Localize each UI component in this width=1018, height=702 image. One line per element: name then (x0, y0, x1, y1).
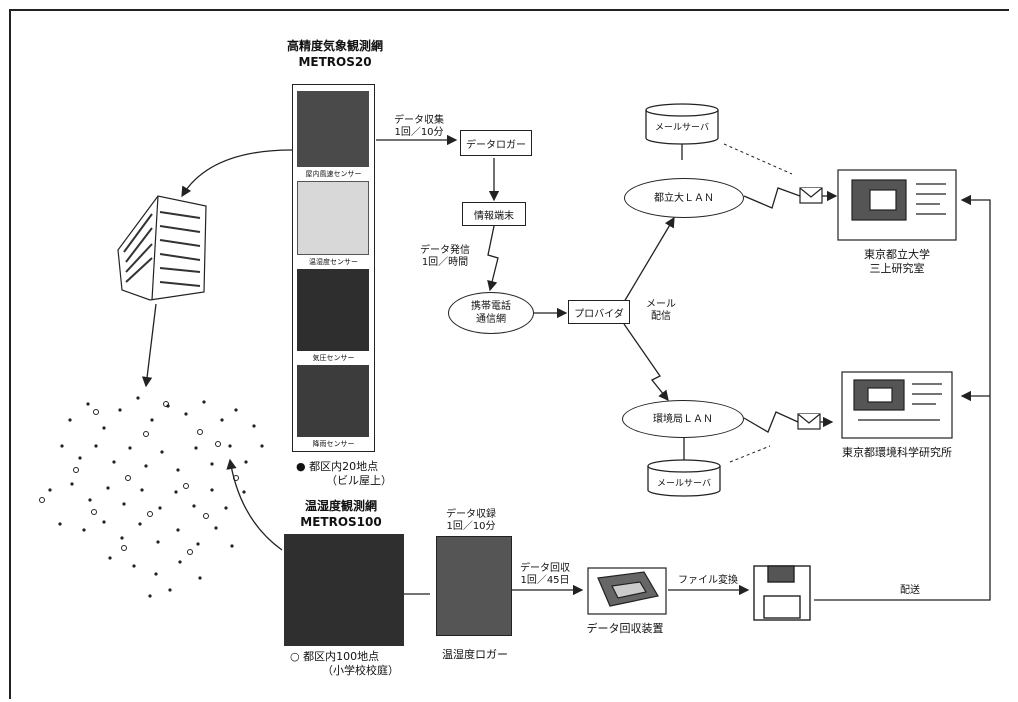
recovery-device-icon (588, 568, 666, 614)
sensor-panel: 屋内風速センサー 温湿度センサー 気圧センサー 降雨センサー (292, 84, 375, 452)
data-logger-box: データロガー (460, 130, 532, 156)
arrow-to-uni-lan (624, 218, 674, 302)
site-map-circles (40, 402, 239, 555)
school-photo (284, 534, 404, 646)
metros20-sites-note: （ビル屋上） (326, 474, 392, 487)
dashed-server-lab-bottom (730, 446, 770, 462)
mail-server-top-label: メールサーバ (646, 122, 718, 135)
sensor-caption: 降雨センサー (293, 439, 374, 449)
env-lan-ellipse: 環境局ＬＡＮ (622, 400, 744, 438)
metros20-title: 高精度気象観測網 (270, 40, 400, 53)
wind-sensor-photo (297, 91, 369, 167)
logger-collect-rate: 1回／10分 (426, 520, 516, 533)
mobile-comm-label2: 通信網 (476, 313, 506, 326)
arrow-metros100-to-map (230, 460, 282, 550)
envelope-icon (800, 188, 822, 203)
mail-dist-label2: 配信 (636, 310, 686, 323)
arrow-building-to-map (146, 304, 156, 386)
data-collect-rate: 1回／10分 (386, 126, 452, 139)
metros100-sites: ○ 都区内100地点 (290, 650, 379, 663)
envelope-icon (798, 414, 820, 429)
building-illustration (118, 196, 206, 300)
delivery-label: 配送 (880, 584, 940, 597)
uni-lab-label2: 三上研究室 (830, 262, 964, 275)
file-convert-label: ファイル変換 (670, 574, 746, 587)
provider-box: プロバイダ (568, 300, 630, 324)
metros20-subtitle: METROS20 (270, 56, 400, 69)
env-lab-label: 東京都環境科学研究所 (812, 446, 982, 459)
mail-server-bottom-label: メールサーバ (648, 478, 720, 491)
lightning-to-mobile (488, 226, 498, 290)
data-send-rate: 1回／時間 (412, 256, 478, 269)
temp-humidity-sensor-photo (297, 181, 369, 255)
pressure-sensor-photo (297, 269, 369, 351)
th-logger-photo (436, 536, 512, 636)
data-recovery-rate: 1回／45日 (512, 574, 578, 587)
uni-lab-screen-icon (838, 170, 956, 240)
dashed-server-lab-top (724, 144, 792, 174)
recovery-device-label: データ回収装置 (570, 622, 680, 635)
open-circle-icon: ○ (290, 650, 300, 663)
sensor-caption: 気圧センサー (293, 353, 374, 363)
arrow-panel-to-building (182, 150, 292, 196)
info-terminal-box: 情報端末 (462, 202, 526, 226)
mobile-comm-label: 携帯電話 (471, 300, 511, 313)
filled-dot-icon: ● (296, 460, 306, 473)
mobile-comm-ellipse: 携帯電話 通信網 (448, 292, 534, 334)
sensor-caption: 屋内風速センサー (293, 169, 374, 179)
env-lab-screen-icon (842, 372, 952, 438)
uni-lab-label: 東京都立大学 (830, 248, 964, 261)
uni-lan-ellipse: 都立大ＬＡＮ (624, 178, 744, 218)
metros100-sites-note: （小学校校庭） (322, 664, 399, 677)
floppy-disk-icon (754, 566, 810, 620)
lightning-to-env-lan (624, 324, 668, 400)
lightning-env-lab (744, 412, 798, 432)
metros100-subtitle: METROS100 (276, 516, 406, 529)
metros100-title: 温湿度観測網 (276, 500, 406, 513)
rain-sensor-photo (297, 365, 369, 437)
metros20-sites-label: 都区内20地点 (309, 460, 378, 473)
th-logger-label: 温湿度ロガー (420, 648, 530, 661)
sensor-caption: 温湿度センサー (293, 257, 374, 267)
metros100-sites-label: 都区内100地点 (303, 650, 379, 663)
lightning-uni-lab (744, 188, 800, 208)
site-map-dots (48, 396, 263, 597)
metros20-sites: ● 都区内20地点 (296, 460, 378, 473)
